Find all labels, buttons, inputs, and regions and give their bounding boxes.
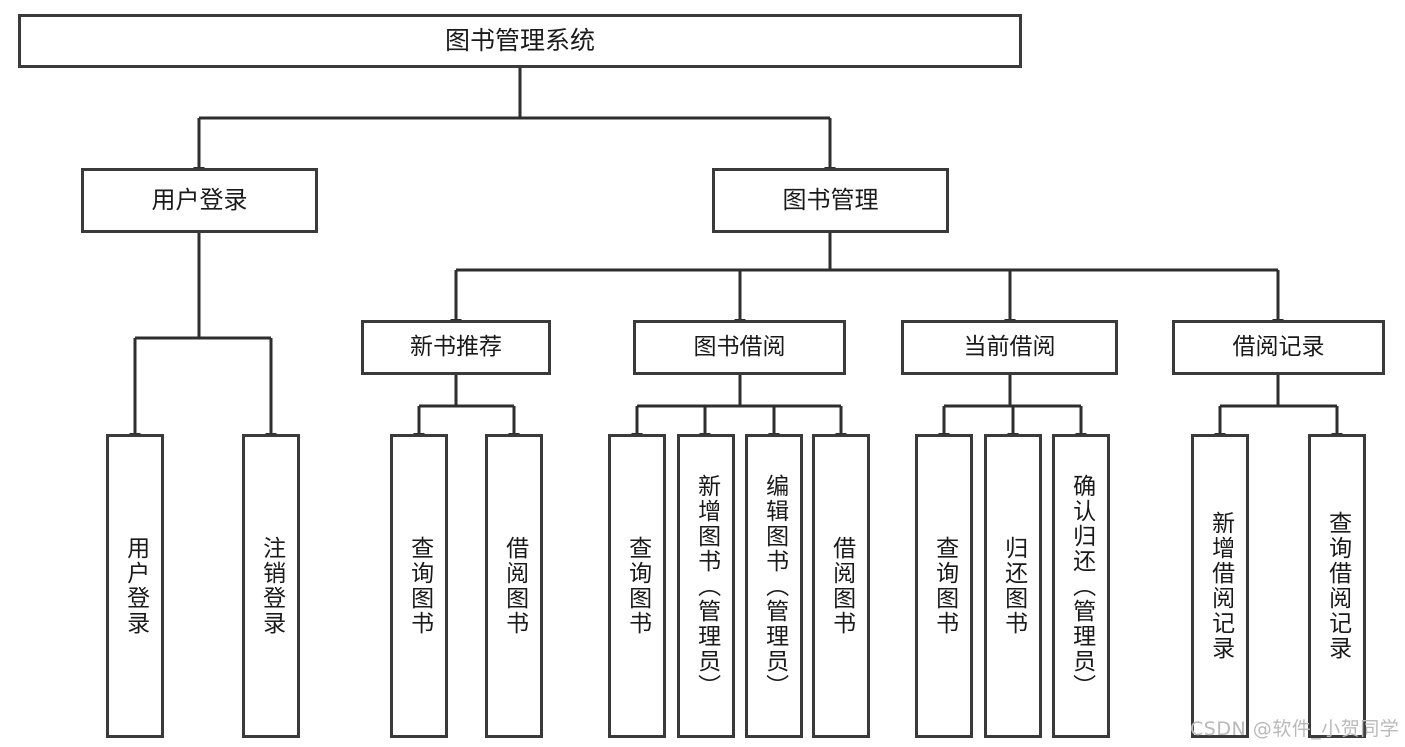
- node-label: 查询图书: [406, 536, 433, 636]
- node-leaf-query-borrow-record[interactable]: 查询借阅记录: [1308, 434, 1366, 738]
- node-new-book-recommend[interactable]: 新书推荐: [361, 320, 551, 375]
- node-leaf-return-book[interactable]: 归还图书: [984, 434, 1042, 738]
- node-leaf-borrow-book-recommend[interactable]: 借阅图书: [485, 434, 543, 738]
- node-label: 新增借阅记录: [1207, 511, 1234, 661]
- node-label: 新增图书（管理员）: [693, 473, 720, 699]
- node-leaf-borrow-book[interactable]: 借阅图书: [812, 434, 870, 738]
- node-label: 确认归还（管理员）: [1068, 473, 1095, 699]
- node-label: 图书管理系统: [444, 26, 595, 56]
- node-book-borrow[interactable]: 图书借阅: [633, 320, 846, 375]
- node-leaf-query-book-current[interactable]: 查询图书: [915, 434, 973, 738]
- node-root-book-management-system[interactable]: 图书管理系统: [18, 14, 1022, 68]
- node-label: 注销登录: [258, 536, 285, 636]
- node-label: 图书借阅: [693, 333, 786, 360]
- node-leaf-user-login[interactable]: 用户登录: [106, 434, 164, 738]
- node-label: 当前借阅: [963, 333, 1056, 360]
- node-label: 借阅图书: [501, 536, 528, 636]
- node-leaf-add-borrow-record[interactable]: 新增借阅记录: [1191, 434, 1249, 738]
- node-leaf-query-book-recommend[interactable]: 查询图书: [390, 434, 448, 738]
- node-label: 查询图书: [931, 536, 958, 636]
- node-leaf-add-book-admin[interactable]: 新增图书（管理员）: [677, 434, 735, 738]
- node-leaf-confirm-return-admin[interactable]: 确认归还（管理员）: [1052, 434, 1110, 738]
- node-label: 用户登录: [151, 186, 248, 215]
- node-book-management[interactable]: 图书管理: [712, 168, 949, 233]
- node-label: 用户登录: [122, 536, 149, 636]
- node-label: 借阅图书: [828, 536, 855, 636]
- node-leaf-edit-book-admin[interactable]: 编辑图书（管理员）: [745, 434, 803, 738]
- node-current-borrow[interactable]: 当前借阅: [901, 320, 1118, 375]
- node-label: 归还图书: [1000, 536, 1027, 636]
- node-label: 查询图书: [624, 536, 651, 636]
- node-user-login[interactable]: 用户登录: [81, 168, 318, 233]
- node-label: 新书推荐: [410, 333, 502, 360]
- node-leaf-logout-login[interactable]: 注销登录: [242, 434, 300, 738]
- node-label: 图书管理: [782, 186, 879, 215]
- node-borrow-record[interactable]: 借阅记录: [1172, 320, 1385, 375]
- node-label: 编辑图书（管理员）: [761, 473, 788, 699]
- node-label: 借阅记录: [1232, 333, 1325, 360]
- node-label: 查询借阅记录: [1324, 511, 1351, 661]
- node-leaf-query-book-borrow[interactable]: 查询图书: [608, 434, 666, 738]
